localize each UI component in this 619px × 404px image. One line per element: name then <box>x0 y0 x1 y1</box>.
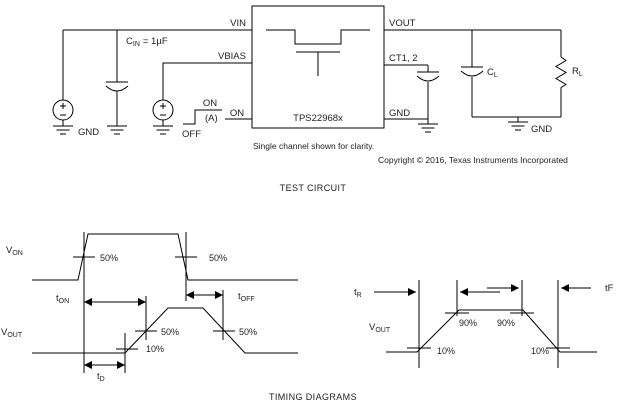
von-fall-50pct-label: 50% <box>209 253 227 263</box>
single-channel-note: Single channel shown for clarity. <box>253 141 374 151</box>
step-off-label: OFF <box>182 129 201 140</box>
cap-plate-curved <box>416 75 440 82</box>
fall-90pct-label: 90% <box>497 318 515 328</box>
load-bottom-wire <box>472 116 561 122</box>
pin-label-on: ON <box>230 108 244 119</box>
vbias-wire <box>162 62 252 100</box>
pin-label-gnd: GND <box>389 108 410 119</box>
test-circuit: VIN VBIAS ON VOUT CT1, 2 GND TPS22968x C… <box>52 5 583 193</box>
device-box <box>251 5 385 129</box>
gnd-label-source: GND <box>78 127 99 138</box>
source-circle <box>52 99 74 121</box>
cap-plate-curved <box>105 85 129 92</box>
t-f-label: tF <box>605 283 614 294</box>
t-d-label: tD <box>97 371 105 383</box>
t-r-label: tR <box>354 287 362 299</box>
ground-symbol-load <box>508 121 528 131</box>
cl-label: CL <box>487 67 498 79</box>
t-off-label: tOFF <box>238 291 255 303</box>
step-channel-label: (A) <box>205 113 218 124</box>
von-waveform <box>32 233 298 281</box>
timing-diagrams-caption: TIMING DIAGRAMS <box>269 392 357 402</box>
mosfet-symbol <box>266 29 370 76</box>
test-circuit-caption: TEST CIRCUIT <box>280 183 347 193</box>
circuit-wires <box>62 29 562 126</box>
timing-diagrams: VON VOUT 50% 50% 50% 10% 50% tON tOFF tD <box>1 232 614 402</box>
copyright-line: Copyright © 2016, Texas Instruments Inco… <box>378 155 568 165</box>
vout-axis-label-right: VOUT <box>369 322 391 334</box>
voltage-source-vbias <box>152 99 174 121</box>
cin-value-label: CIN= 1µF <box>126 36 168 48</box>
vout-rise-50pct-label: 50% <box>161 327 179 337</box>
rise-10pct-label: 10% <box>437 346 455 356</box>
plus-sign <box>60 103 66 109</box>
t-on-label: tON <box>56 293 69 305</box>
step-signal-symbol <box>183 109 222 125</box>
rise-90pct-label: 90% <box>459 318 477 328</box>
gnd-label-load: GND <box>531 124 552 135</box>
ct-capacitor <box>416 71 440 82</box>
rl-label: RL <box>572 66 583 78</box>
ground-symbol-source1 <box>53 125 73 135</box>
source-circle <box>152 99 174 121</box>
ground-symbol-ct <box>418 123 438 133</box>
cl-capacitor <box>460 66 484 77</box>
vout-10pct-label: 10% <box>146 344 164 354</box>
pin-label-vout: VOUT <box>389 18 416 29</box>
vout-waveform <box>32 307 298 354</box>
timing-left: VON VOUT 50% 50% 50% 10% 50% tON tOFF tD <box>1 232 298 383</box>
pin-label-ct: CT1, 2 <box>389 53 418 64</box>
timing-right: tR tF VOUT 90% 90% 10% 10% <box>354 280 614 368</box>
vout-fall-50pct-label: 50% <box>239 327 257 337</box>
vout-rise-fall-waveform <box>386 309 597 353</box>
cin-capacitor <box>105 81 129 92</box>
mosfet-gate <box>296 51 340 76</box>
step-on-label: ON <box>203 98 217 109</box>
device-name-label: TPS22968x <box>293 113 343 124</box>
cap-plate-curved <box>460 70 484 77</box>
ct-wire <box>384 64 429 72</box>
fall-10pct-label: 10% <box>531 346 549 356</box>
pin-label-vin: VIN <box>230 18 246 29</box>
ground-symbol-cin <box>107 125 127 135</box>
voltage-source-vin <box>52 99 74 121</box>
ground-symbol-source2 <box>153 125 173 135</box>
von-rise-50pct-label: 50% <box>100 253 118 263</box>
mosfet-channel <box>266 29 370 45</box>
plus-sign <box>160 103 166 109</box>
von-axis-label: VON <box>6 245 23 257</box>
pin-label-vbias: VBIAS <box>218 51 246 62</box>
vout-axis-label: VOUT <box>1 327 23 339</box>
rl-resistor <box>555 56 567 88</box>
